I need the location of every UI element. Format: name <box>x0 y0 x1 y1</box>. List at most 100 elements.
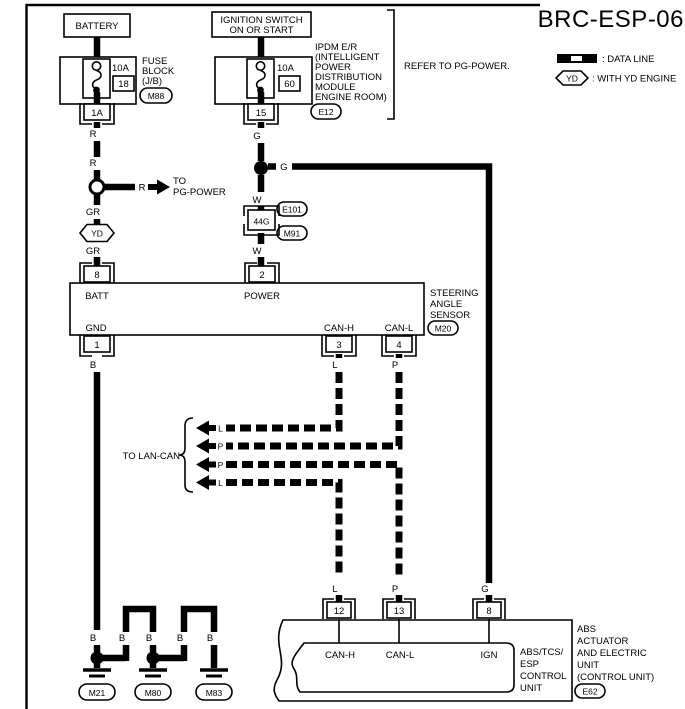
data-line-label: : DATA LINE <box>602 54 654 65</box>
fuse-terminal-top-2 <box>255 60 266 71</box>
wire-color-l3: L <box>218 478 223 488</box>
sensor-canh-label: CAN-H <box>324 323 354 334</box>
pin-8: 8 <box>94 270 99 281</box>
page-title: BRC-ESP-06 <box>538 6 684 33</box>
connector-oval-m88 <box>139 87 173 104</box>
right-arrow-icon <box>157 179 170 195</box>
wire-color-gr1: GR <box>86 207 100 218</box>
pin-8-abs-bracket <box>472 598 506 619</box>
ground-bridge-2 <box>180 605 218 632</box>
sensor-gnd-label: GND <box>85 323 106 334</box>
pin-8-abs-box <box>476 601 502 619</box>
wire-color-l1: L <box>332 360 337 371</box>
connector-id-e12: E12 <box>318 107 333 117</box>
yd-symbol-label: YD <box>566 74 578 84</box>
ground-section: B M21 B B M80 B B M83 <box>78 605 233 701</box>
yd-engine-symbol <box>78 223 116 243</box>
battery-circuit: BATTERY 10A 18 FUSE BLOCK (J/B) M88 1A R… <box>59 13 175 267</box>
fuse-amp-label: 10A <box>112 63 130 74</box>
battery-label: BATTERY <box>76 21 120 32</box>
pin-8-box <box>83 265 111 283</box>
abs-outer-name-2: ACTUATOR <box>577 636 629 647</box>
pin-2: 2 <box>259 270 264 281</box>
fuse-number-2: 60 <box>284 79 295 90</box>
pin-8-abs: 8 <box>486 606 491 617</box>
ground-id-m21: M21 <box>89 688 106 698</box>
fuse-block-name-1: FUSE <box>142 56 167 67</box>
connector-oval-e62 <box>574 683 606 699</box>
abs-inner-box <box>291 642 515 693</box>
abs-outer-name-4: UNIT <box>577 660 599 671</box>
sensor-name-2: ANGLE <box>430 299 462 310</box>
sensor-name-1: STEERING <box>430 288 479 299</box>
lan-can-brace <box>178 417 194 493</box>
connector-oval-e101 <box>276 201 308 217</box>
sensor-canl-label: CAN-L <box>385 323 414 334</box>
abs-outer-name-3: AND ELECTRIC <box>577 648 647 659</box>
pin-15: 15 <box>256 108 267 119</box>
data-line-symbol-gap <box>571 56 582 61</box>
lan-can-arrows: L P P L <box>196 420 224 490</box>
wire-color-r1: R <box>90 129 97 140</box>
fuse-block-name-3: (J/B) <box>142 76 162 87</box>
pin-1-box <box>83 335 111 353</box>
pin-1-bracket <box>79 335 115 357</box>
sensor-batt-label: BATT <box>85 291 109 302</box>
wire-color-p2: P <box>218 442 224 452</box>
ipdm-name-2: (INTELLIGENT <box>315 52 380 63</box>
ground-bridge-1 <box>122 605 157 632</box>
connector-oval-m20 <box>427 320 459 336</box>
abs-inner-name-4: UNIT <box>520 683 542 694</box>
steering-angle-sensor: 8 2 BATT POWER GND CAN-H CAN-L STEERING … <box>69 262 479 357</box>
pin-2-bracket <box>244 262 280 283</box>
left-arrow-icon <box>196 475 209 490</box>
pin-12-bracket <box>322 598 356 619</box>
ground-id-m80: M80 <box>145 688 162 698</box>
abs-unit: 12 13 8 CAN-H CAN-L IGN ABS/TCS/ ESP CON… <box>273 598 654 702</box>
abs-inner-name-1: ABS/TCS/ <box>520 647 564 658</box>
sensor-power-label: POWER <box>244 291 280 302</box>
fuse-symbol-box-2 <box>246 58 275 99</box>
pin-1: 1 <box>94 340 99 351</box>
junction-solid <box>254 161 268 175</box>
wire-color-b1: B <box>90 360 96 371</box>
pin-3: 3 <box>336 340 341 351</box>
ignition-label-1: IGNITION SWITCH <box>220 15 302 26</box>
with-yd-label: : WITH YD ENGINE <box>592 74 676 85</box>
yd-engine-label: YD <box>91 229 103 239</box>
fuse-block-name-2: BLOCK <box>142 66 175 77</box>
abs-inner-name-3: CONTROL <box>520 671 566 682</box>
abs-outer-name-5: (CONTROL UNIT) <box>577 672 654 683</box>
ipdm-name-5: MODULE <box>315 82 356 93</box>
connector-id-e101: E101 <box>282 205 302 215</box>
pin-13-box <box>386 601 412 619</box>
wire-color-b3: B <box>119 633 125 644</box>
pin-12-box <box>326 601 352 619</box>
left-arrow-icon <box>196 438 209 454</box>
wire-color-gr2: GR <box>86 246 100 257</box>
pin-2-box <box>248 265 276 283</box>
connector-id-m88: M88 <box>148 91 165 101</box>
junction-open <box>88 178 106 196</box>
connector-oval-m91 <box>276 225 308 241</box>
ipdm-name-6: ENGINE ROOM) <box>315 92 387 103</box>
pin-8-bracket <box>79 262 115 283</box>
pin-1a-bracket <box>79 103 115 125</box>
pin-1a-box <box>83 103 111 121</box>
yd-symbol <box>554 70 590 86</box>
pin-4-bracket <box>381 335 417 357</box>
fuse-amp-label-2: 10A <box>277 63 295 74</box>
wire-color-w1: W <box>253 195 262 206</box>
pass-through-box <box>247 209 276 231</box>
ipdm-name-1: IPDM E/R <box>315 42 357 53</box>
wire-color-l2: L <box>218 424 223 434</box>
ground-id-m83: M83 <box>206 688 223 698</box>
fuse-number-box <box>112 75 135 92</box>
pin-4-box <box>385 335 413 353</box>
pin-3-box <box>325 335 353 353</box>
connector-id-m91: M91 <box>284 229 301 239</box>
pin-4: 4 <box>396 340 401 351</box>
abs-outer-box <box>273 619 573 702</box>
